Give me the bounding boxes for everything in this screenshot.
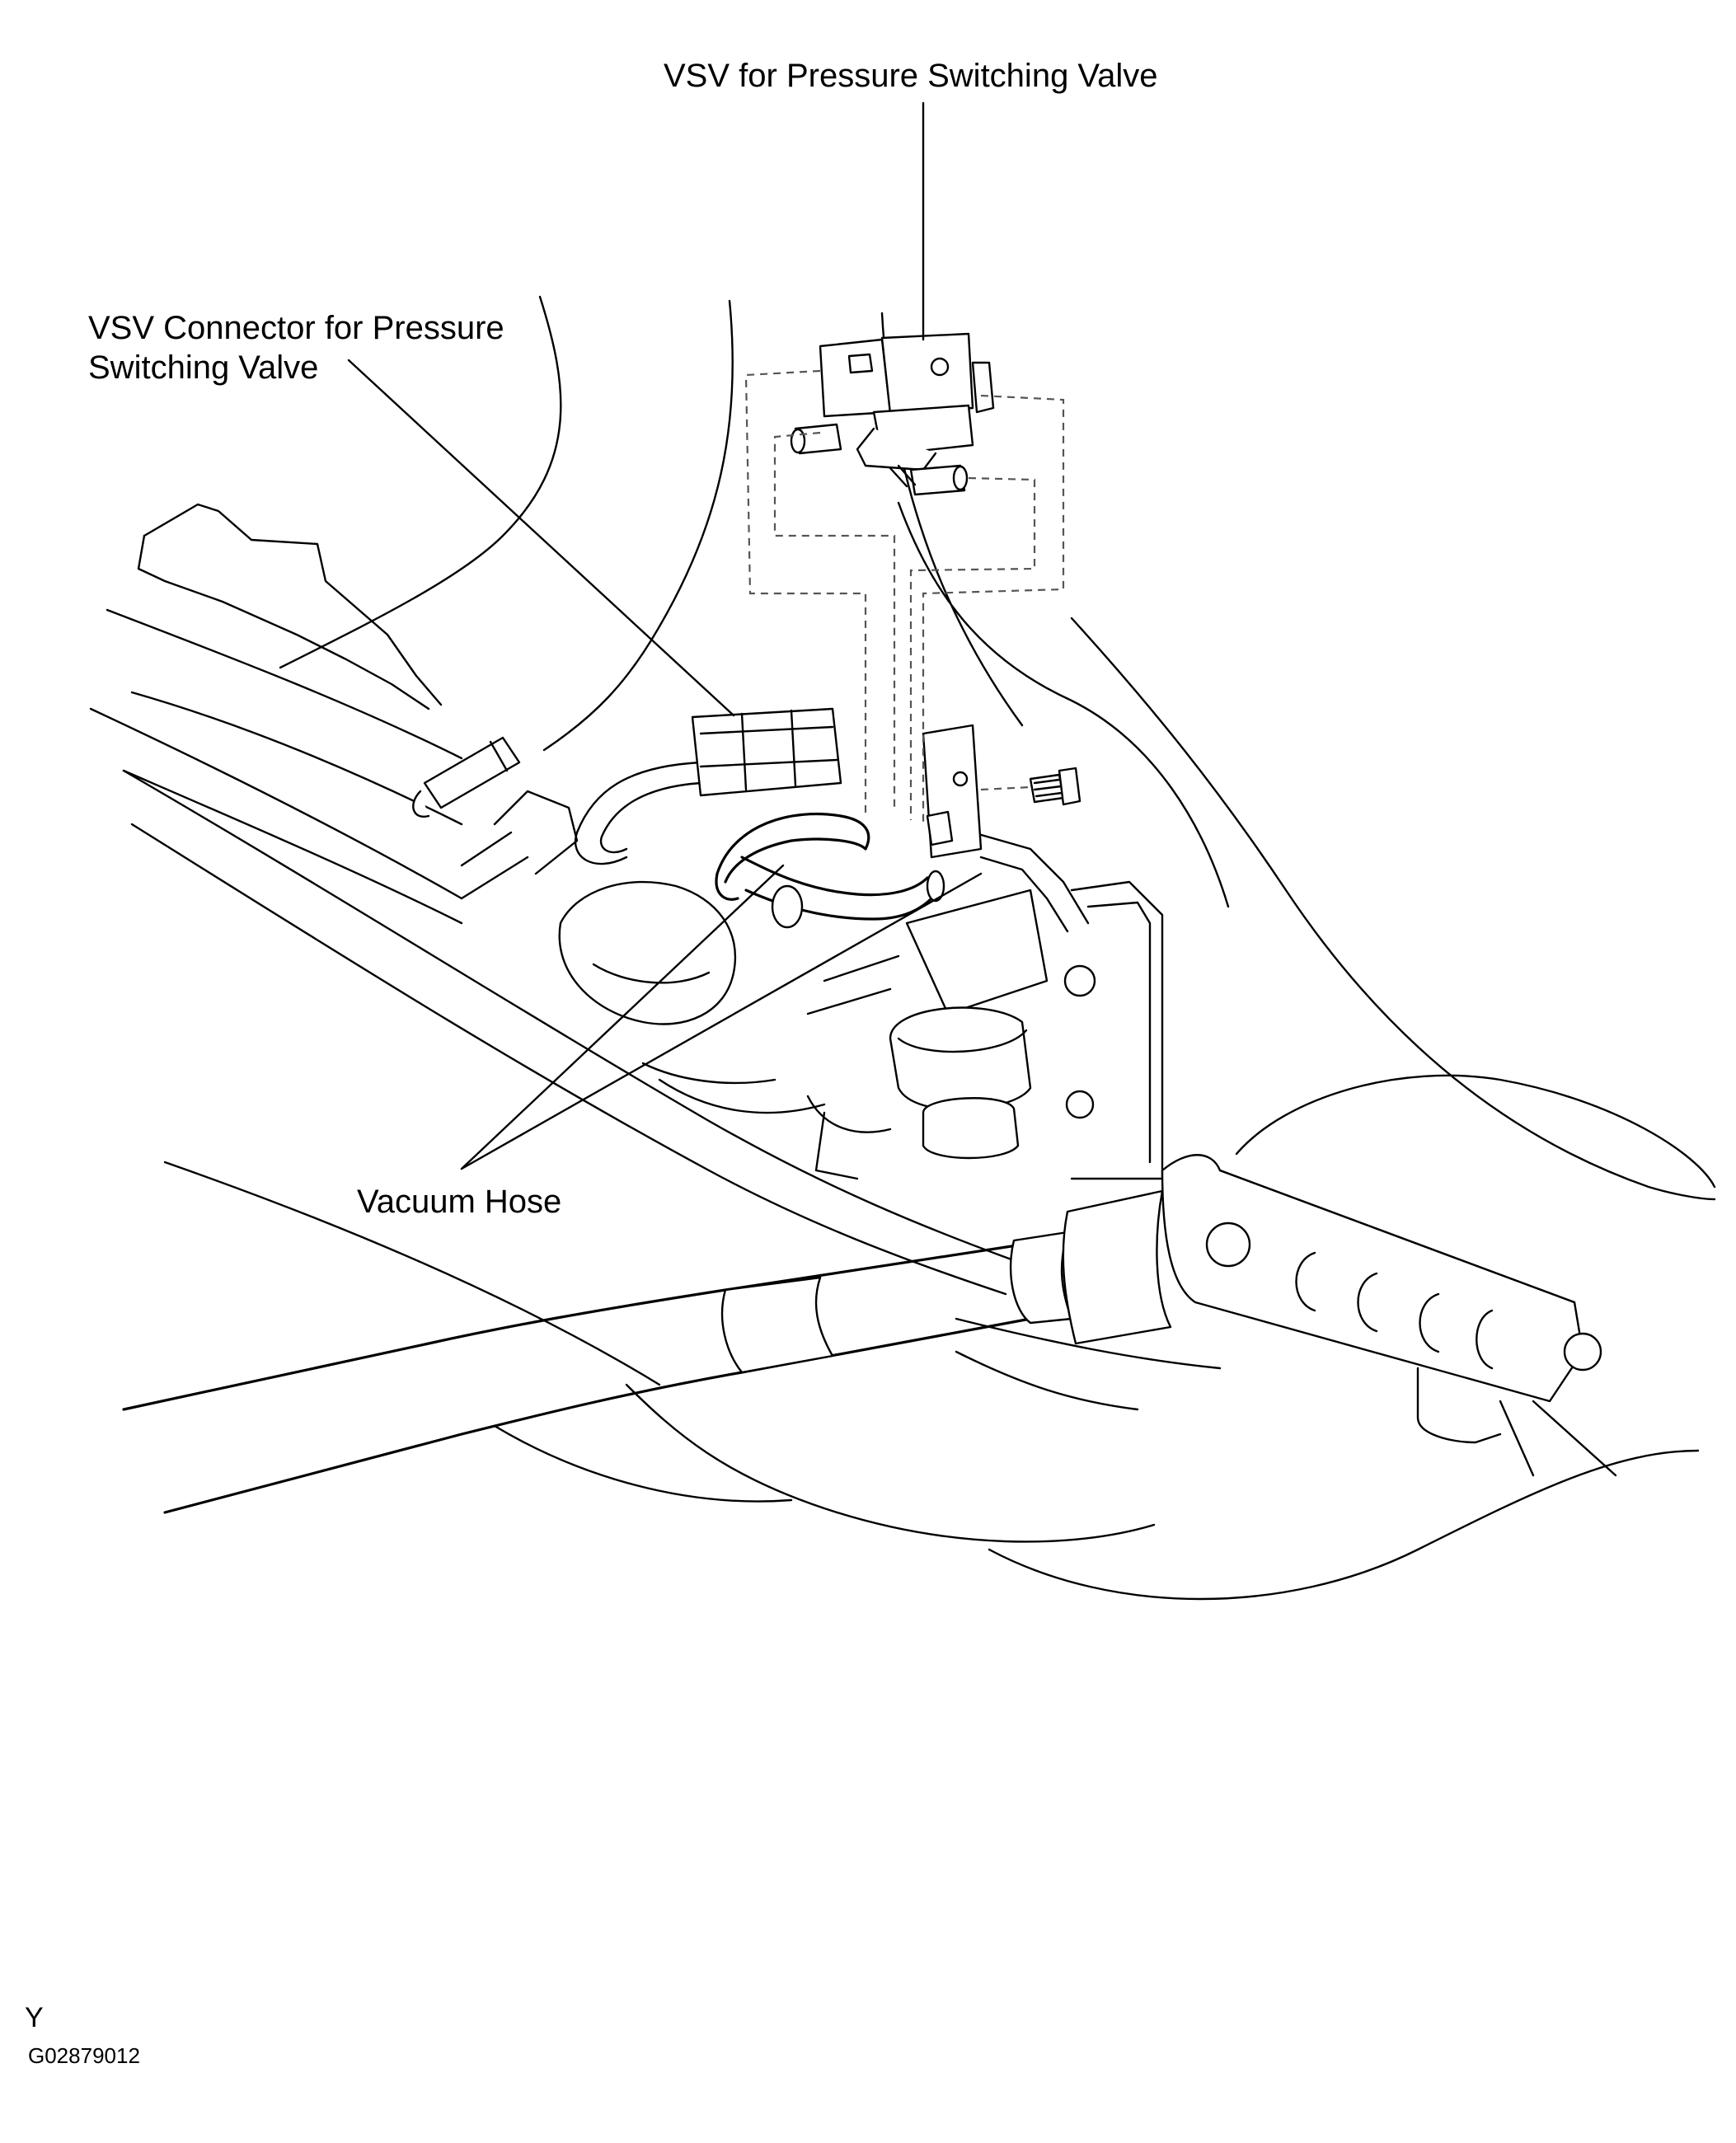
- connector-label-line2: Switching Valve: [88, 349, 319, 386]
- vsv-connector-drawing: [691, 707, 842, 797]
- leader-lines: [347, 101, 983, 1170]
- alignment-dashes: [744, 369, 1065, 824]
- vsv-drawing: [790, 332, 995, 496]
- valve-assembly: [460, 790, 1164, 1180]
- stabilizer-bar: [122, 1154, 1617, 1514]
- connector-label-line1: VSV Connector for Pressure: [88, 310, 504, 346]
- vacuum-hoses: [715, 813, 945, 929]
- vsv-label: VSV for Pressure Switching Valve: [664, 58, 1158, 94]
- wiring-harness: [575, 761, 1090, 933]
- frame-rails: [122, 769, 1700, 1601]
- vacuum-hose-label: Vacuum Hose: [357, 1184, 562, 1220]
- left-small-hose: [412, 736, 521, 818]
- bracket: [922, 724, 983, 859]
- figure-id: G02879012: [28, 2043, 140, 2068]
- view-code: Y: [25, 2002, 44, 2033]
- bolt: [1029, 767, 1081, 806]
